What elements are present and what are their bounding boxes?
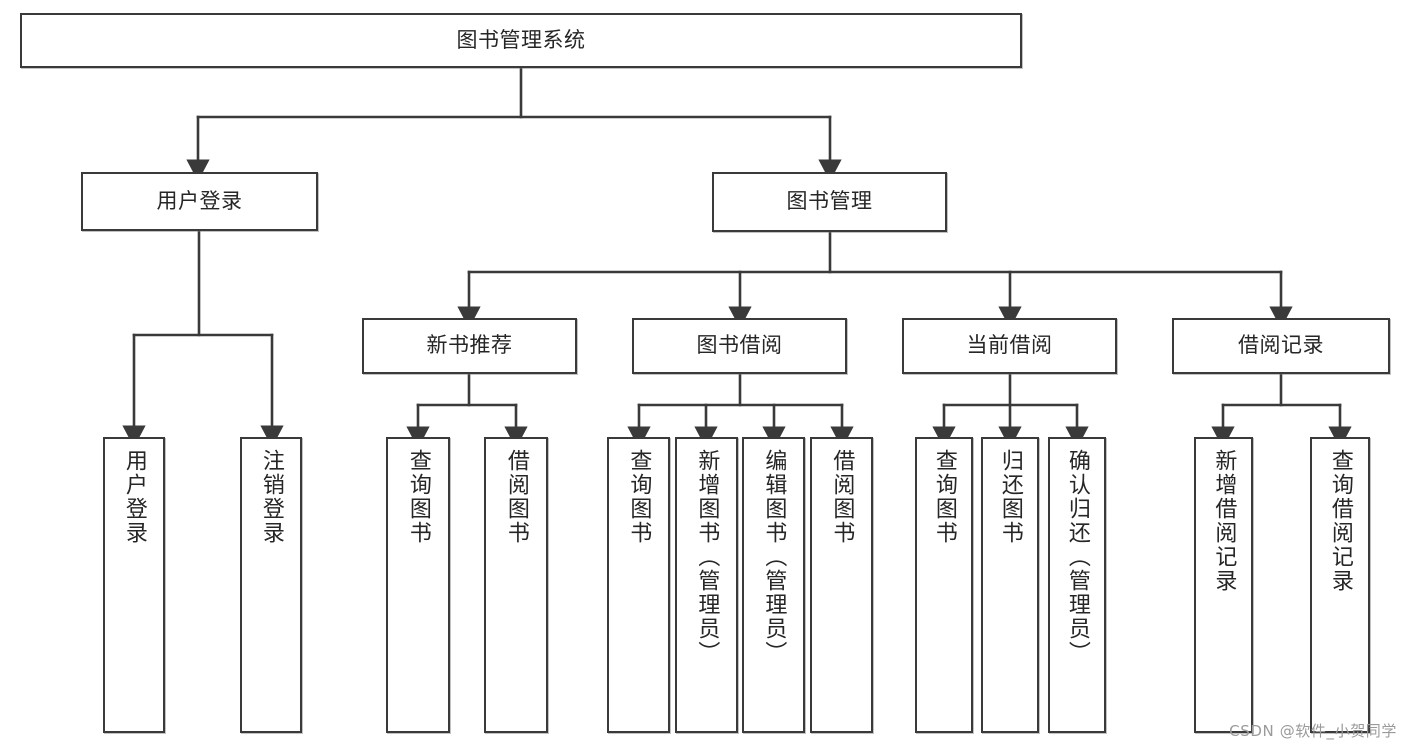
node-leaf-query-book-2-label: 查询图书	[626, 449, 652, 545]
node-leaf-borrow-book-1-label: 借阅图书	[503, 449, 529, 545]
node-leaf-query-book-1[interactable]: 查询图书	[386, 437, 450, 733]
node-leaf-user-login-label: 用户登录	[121, 449, 147, 545]
node-book-manage[interactable]: 图书管理	[712, 172, 947, 232]
node-leaf-edit-book-label: 编辑图书（管理员）	[761, 449, 787, 665]
node-new-book-rec-label: 新书推荐	[426, 333, 513, 358]
node-root-label: 图书管理系统	[456, 27, 586, 52]
node-leaf-borrow-book-1[interactable]: 借阅图书	[484, 437, 548, 733]
node-leaf-confirm-return-label: 确认归还（管理员）	[1064, 449, 1090, 665]
node-current-borrow[interactable]: 当前借阅	[902, 318, 1117, 374]
node-leaf-edit-book[interactable]: 编辑图书（管理员）	[742, 437, 805, 733]
node-leaf-logout-label: 注销登录	[258, 449, 284, 545]
node-leaf-add-book-label: 新增图书（管理员）	[694, 449, 720, 665]
node-leaf-query-book-3-label: 查询图书	[931, 449, 957, 545]
node-leaf-return-book-label: 归还图书	[997, 449, 1023, 545]
node-leaf-borrow-book-2[interactable]: 借阅图书	[810, 437, 873, 733]
node-leaf-query-book-2[interactable]: 查询图书	[607, 437, 670, 733]
node-leaf-confirm-return[interactable]: 确认归还（管理员）	[1048, 437, 1106, 733]
node-leaf-query-book-1-label: 查询图书	[405, 449, 431, 545]
node-new-book-rec[interactable]: 新书推荐	[362, 318, 577, 374]
node-root[interactable]: 图书管理系统	[20, 13, 1022, 68]
node-user-login-label: 用户登录	[156, 188, 243, 213]
node-leaf-user-login[interactable]: 用户登录	[103, 437, 165, 733]
node-leaf-add-book[interactable]: 新增图书（管理员）	[675, 437, 738, 733]
node-leaf-borrow-book-2-label: 借阅图书	[829, 449, 855, 545]
node-leaf-add-record-label: 新增借阅记录	[1211, 449, 1237, 593]
node-borrow-record[interactable]: 借阅记录	[1172, 318, 1390, 374]
node-leaf-return-book[interactable]: 归还图书	[981, 437, 1039, 733]
node-borrow-record-label: 借阅记录	[1238, 333, 1324, 358]
node-book-manage-label: 图书管理	[786, 189, 873, 214]
node-leaf-add-record[interactable]: 新增借阅记录	[1194, 437, 1253, 733]
node-leaf-query-book-3[interactable]: 查询图书	[915, 437, 973, 733]
watermark: CSDN @软件_小贺同学	[1229, 722, 1397, 740]
node-leaf-logout[interactable]: 注销登录	[240, 437, 302, 733]
node-leaf-query-record-label: 查询借阅记录	[1327, 449, 1353, 593]
node-current-borrow-label: 当前借阅	[966, 333, 1053, 358]
node-user-login[interactable]: 用户登录	[81, 172, 318, 231]
node-book-borrow[interactable]: 图书借阅	[632, 318, 847, 374]
node-leaf-query-record[interactable]: 查询借阅记录	[1310, 437, 1370, 733]
node-book-borrow-label: 图书借阅	[696, 333, 783, 358]
